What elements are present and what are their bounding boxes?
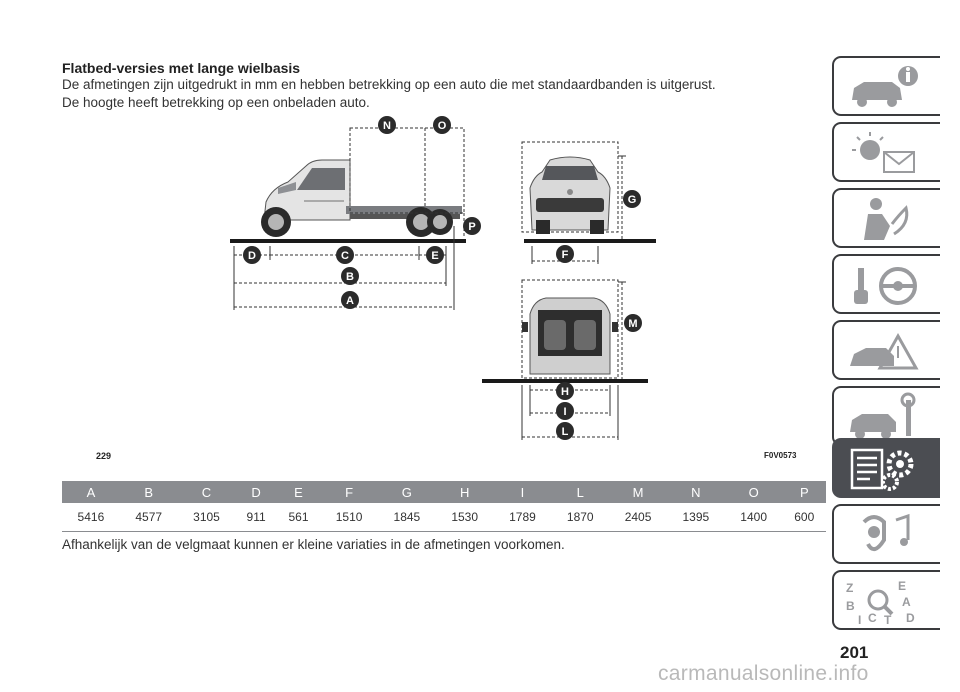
dimensions-diagram: N O P G D C E F B A M H I L [230,116,656,440]
table-header: I [493,481,552,503]
svg-text:C: C [868,611,877,625]
tab-warning-lights[interactable] [832,122,940,182]
marker-f: F [556,245,574,263]
svg-text:L: L [562,426,569,438]
car-info-icon [852,66,918,107]
svg-text:P: P [468,221,475,233]
tab-technical-data[interactable] [832,438,940,498]
table-cell: 1530 [435,503,494,532]
table-cell: 600 [782,503,826,532]
table-cell: 3105 [177,503,236,532]
svg-text:N: N [383,120,391,132]
tab-emergency[interactable] [832,320,940,380]
table-header: B [119,481,178,503]
marker-m: M [624,314,642,332]
figure-number: 229 [96,451,112,461]
svg-text:T: T [884,613,892,626]
page-number: 201 [840,643,869,662]
svg-text:I: I [858,613,861,626]
dimensions-table: A B C D E F G H I L M N O P 5416 4577 31… [62,481,826,532]
tab-safety[interactable] [832,188,940,248]
table-cell: 1395 [666,503,725,532]
marker-p: P [463,217,481,235]
table-cell: 2405 [609,503,667,532]
table-cell: 911 [235,503,277,532]
table-cell: 4577 [119,503,178,532]
figure-code: F0V0573 [764,451,797,460]
marker-i: I [556,402,574,420]
section-title: Flatbed-versies met lange wielbasis [62,60,301,76]
multimedia-icon [862,513,910,552]
rear-view-vehicle [482,279,648,383]
table-header: A [62,481,120,503]
tab-car-info[interactable] [832,56,940,116]
table-cell: 561 [276,503,321,532]
marker-o: O [433,116,451,134]
table-header: F [320,481,378,503]
svg-text:H: H [561,386,569,398]
marker-l: L [556,422,574,440]
svg-text:A: A [902,595,911,609]
front-view-vehicle [521,141,656,243]
watermark: carmanualsonline.info [658,662,869,685]
marker-b: B [341,267,359,285]
warning-lights-message-icon [852,132,915,173]
marker-h: H [556,382,574,400]
marker-d: D [243,246,261,264]
table-header: D [235,481,277,503]
svg-text:F: F [562,249,569,261]
car-accident-icon [850,332,919,370]
side-view-vehicle [230,127,466,243]
marker-e: E [426,246,444,264]
table-cell: 1510 [320,503,378,532]
intro-line-1: De afmetingen zijn uitgedrukt in mm en h… [62,77,716,92]
svg-text:E: E [431,250,438,262]
key-steering-wheel-icon [854,267,917,305]
table-row: 5416 4577 3105 911 561 1510 1845 1530 17… [62,503,826,532]
table-header: C [177,481,236,503]
marker-c: C [336,246,354,264]
svg-text:E: E [898,579,906,593]
table-header: N [666,481,725,503]
svg-text:I: I [563,406,566,418]
table-header: H [435,481,494,503]
table-header: E [276,481,321,503]
table-header: M [609,481,667,503]
table-cell: 1870 [551,503,610,532]
svg-text:O: O [438,120,447,132]
table-header: O [724,481,783,503]
table-header-row: A B C D E F G H I L M N O P [62,481,826,503]
svg-text:G: G [628,194,637,206]
table-cell: 5416 [62,503,120,532]
intro-text: De afmetingen zijn uitgedrukt in mm en h… [62,76,716,112]
svg-text:Z: Z [846,581,853,595]
marker-g: G [623,190,641,208]
svg-text:B: B [846,599,855,613]
tab-maintenance[interactable] [832,386,940,446]
table-header: G [377,481,436,503]
airbag-seat-icon [864,198,909,240]
svg-text:D: D [906,611,915,625]
table-header: P [782,481,826,503]
car-maintenance-icon [850,392,916,439]
svg-text:M: M [628,318,637,330]
marker-a: A [341,291,359,309]
table-cell: 1845 [377,503,436,532]
variation-note: Afhankelijk van de velgmaat kunnen er kl… [62,537,565,552]
marker-n: N [378,116,396,134]
svg-text:B: B [346,271,354,283]
tab-starting-driving[interactable] [832,254,940,314]
svg-text:C: C [341,250,349,262]
svg-text:A: A [346,295,354,307]
specifications-gears-icon [850,448,914,491]
table-cell: 1400 [724,503,783,532]
tab-multimedia[interactable] [832,504,940,564]
table-cell: 1789 [493,503,552,532]
intro-line-2: De hoogte heeft betrekking op een onbela… [62,95,370,110]
svg-text:D: D [248,250,256,262]
table-header: L [551,481,610,503]
